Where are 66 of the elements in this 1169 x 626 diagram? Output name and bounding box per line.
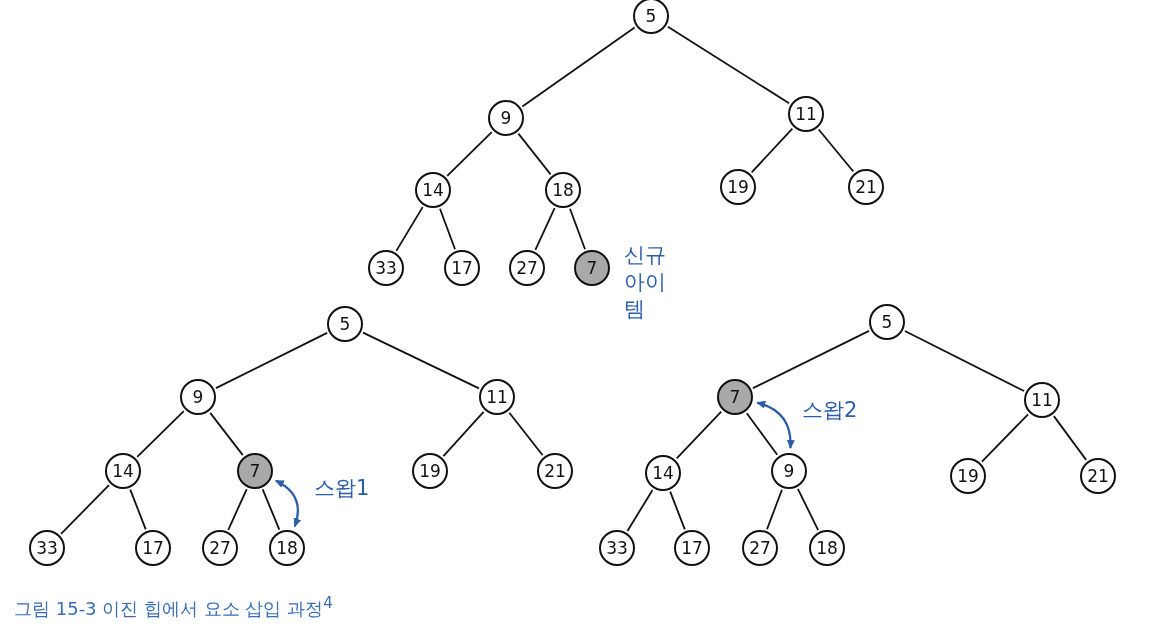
circle-node: 27	[202, 530, 238, 566]
tree-edge	[60, 484, 110, 535]
circle-node: 14	[105, 453, 141, 489]
circle-node: 17	[444, 250, 480, 286]
circle-node: 11	[479, 379, 515, 415]
tree-edge	[521, 26, 636, 108]
circle-node: 17	[135, 530, 171, 566]
circle-node: 5	[869, 304, 905, 340]
circle-node: 33	[368, 250, 404, 286]
circle-node: 19	[412, 453, 448, 489]
figure-caption: 그림 15-3 이진 힙에서 요소 삽입 과정$^{4}$	[14, 594, 333, 621]
tree-edge	[508, 411, 544, 457]
tree-edge	[446, 131, 493, 177]
tree-edge	[796, 488, 820, 531]
circle-node: 27	[509, 250, 545, 286]
tree-edge	[215, 332, 328, 389]
tree-edge	[903, 330, 1026, 392]
circle-node: 11	[788, 96, 824, 132]
highlighted-circle-node: 7	[237, 453, 273, 489]
tree-edge	[261, 488, 281, 531]
swap-arrow	[274, 479, 301, 528]
circle-node: 18	[269, 530, 305, 566]
circle-node: 14	[645, 455, 681, 491]
circle-node: 9	[771, 453, 807, 489]
tree-edge	[517, 132, 552, 176]
circle-node: 19	[950, 458, 986, 494]
circle-node: 17	[674, 530, 710, 566]
circle-node: 21	[848, 169, 884, 205]
circle-node: 18	[545, 172, 581, 208]
circle-node: 5	[633, 0, 669, 34]
circle-node: 33	[29, 530, 65, 566]
swap-arrow	[756, 401, 795, 450]
tree-edge	[766, 488, 783, 531]
circle-node: 14	[415, 172, 451, 208]
circle-node: 18	[809, 530, 845, 566]
circle-node: 9	[180, 379, 216, 415]
tree-edge	[669, 490, 686, 531]
circle-node: 5	[327, 306, 363, 342]
circle-node: 9	[488, 100, 524, 136]
tree-edge	[750, 127, 794, 174]
tree-edge	[227, 488, 248, 531]
tree-edge	[439, 207, 456, 251]
tree-edge	[362, 331, 480, 390]
tree-edge	[395, 206, 424, 252]
circle-node: 11	[1024, 382, 1060, 418]
tree-edge	[209, 411, 244, 457]
tree-edge	[667, 25, 790, 105]
circle-node: 27	[742, 530, 778, 566]
circle-node: 33	[599, 530, 635, 566]
tree-edge	[1052, 415, 1088, 461]
circle-node: 21	[1080, 458, 1116, 494]
tree-edge	[817, 128, 855, 173]
tree-edge	[442, 410, 485, 458]
tree-edge	[129, 488, 147, 531]
tree-edge	[569, 207, 586, 251]
highlighted-circle-node: 7	[717, 379, 753, 415]
tree-edge	[626, 489, 654, 532]
tree-edge	[136, 410, 185, 458]
tree-edge	[752, 329, 870, 390]
tree-edge	[745, 412, 779, 456]
tree-edge	[675, 410, 723, 460]
tree-edge	[981, 413, 1029, 463]
tree-edge	[534, 207, 556, 251]
circle-node: 21	[537, 453, 573, 489]
circle-node: 19	[720, 169, 756, 205]
highlighted-circle-node: 7	[574, 250, 610, 286]
